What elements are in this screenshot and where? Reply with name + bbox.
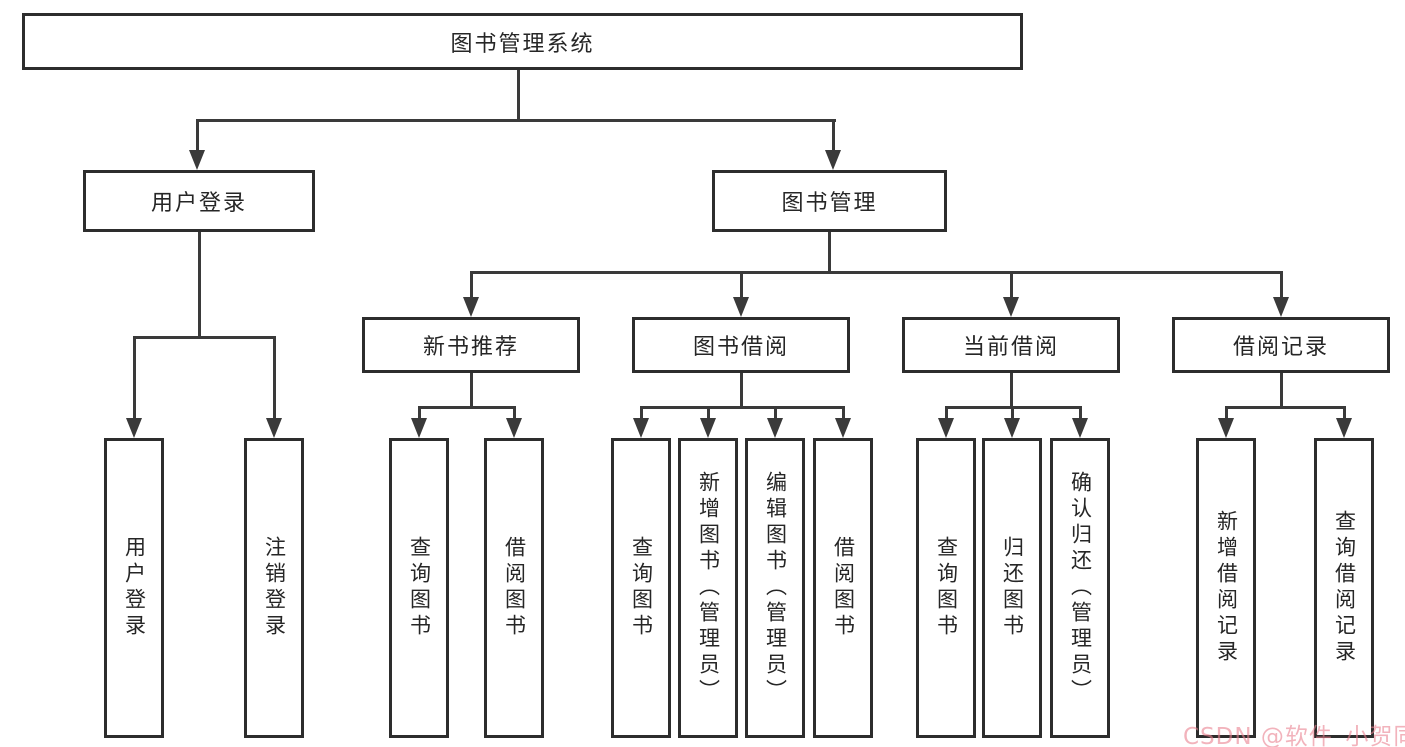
connector-vline <box>273 336 276 420</box>
arrow-down-icon <box>463 297 479 317</box>
leaf-label: 查询图书 <box>407 536 432 640</box>
leaf-label: 查询图书 <box>629 536 654 640</box>
leaf-query-borrow-record: 查询借阅记录 <box>1314 438 1374 738</box>
arrow-down-icon <box>700 418 716 438</box>
connector-vline <box>640 406 643 419</box>
leaf-add-books-admin: 新增图书（管理员） <box>678 438 738 738</box>
arrow-down-icon <box>1336 418 1352 438</box>
arrow-down-icon <box>825 150 841 170</box>
arrow-down-icon <box>506 418 522 438</box>
arrow-down-icon <box>189 150 205 170</box>
connector-vline <box>513 406 516 419</box>
connector-vline <box>832 119 835 152</box>
arrow-down-icon <box>733 297 749 317</box>
leaf-label: 注销登录 <box>262 536 287 640</box>
node-root-library-system: 图书管理系统 <box>22 13 1023 70</box>
csdn-watermark: CSDN @软件_小贺同学 <box>1183 724 1405 747</box>
leaf-label: 编辑图书（管理员） <box>763 471 788 705</box>
leaf-user-login: 用户登录 <box>104 438 164 738</box>
leaf-label: 借阅图书 <box>502 536 527 640</box>
connector-hline <box>640 406 845 409</box>
leaf-label: 查询图书 <box>934 536 959 640</box>
connector-vline <box>1343 406 1346 419</box>
connector-vline <box>198 232 201 338</box>
connector-vline <box>517 70 520 122</box>
arrow-down-icon <box>411 418 427 438</box>
leaf-edit-books-admin: 编辑图书（管理员） <box>745 438 805 738</box>
connector-vline <box>1079 406 1082 419</box>
leaf-query-books: 查询图书 <box>611 438 671 738</box>
node-user-login: 用户登录 <box>83 170 315 232</box>
connector-hline <box>196 119 836 122</box>
leaf-borrow-books: 借阅图书 <box>813 438 873 738</box>
connector-vline <box>842 406 845 419</box>
node-new-book-recommendation: 新书推荐 <box>362 317 580 373</box>
node-book-borrowing: 图书借阅 <box>632 317 850 373</box>
leaf-label: 新增图书（管理员） <box>696 471 721 705</box>
connector-vline <box>1010 373 1013 408</box>
connector-vline <box>470 373 473 408</box>
connector-vline <box>740 271 743 300</box>
arrow-down-icon <box>767 418 783 438</box>
connector-vline <box>1010 271 1013 300</box>
connector-hline <box>418 406 516 409</box>
arrow-down-icon <box>1072 418 1088 438</box>
arrow-down-icon <box>633 418 649 438</box>
connector-vline <box>740 373 743 408</box>
leaf-label: 新增借阅记录 <box>1214 510 1239 666</box>
leaf-query-books: 查询图书 <box>389 438 449 738</box>
connector-vline <box>196 119 199 152</box>
connector-vline <box>470 271 473 300</box>
connector-vline <box>1011 406 1014 419</box>
leaf-query-books: 查询图书 <box>916 438 976 738</box>
connector-vline <box>774 406 777 419</box>
connector-vline <box>418 406 421 419</box>
arrow-down-icon <box>938 418 954 438</box>
connector-hline <box>133 336 276 339</box>
node-borrowing-records: 借阅记录 <box>1172 317 1390 373</box>
connector-vline <box>1225 406 1228 419</box>
leaf-add-borrow-record: 新增借阅记录 <box>1196 438 1256 738</box>
arrow-down-icon <box>266 418 282 438</box>
connector-hline <box>470 271 1283 274</box>
connector-vline <box>1280 373 1283 408</box>
connector-vline <box>828 232 831 273</box>
connector-vline <box>707 406 710 419</box>
leaf-confirm-return-admin: 确认归还（管理员） <box>1050 438 1110 738</box>
arrow-down-icon <box>835 418 851 438</box>
leaf-label: 查询借阅记录 <box>1332 510 1357 666</box>
arrow-down-icon <box>1003 297 1019 317</box>
arrow-down-icon <box>1218 418 1234 438</box>
leaf-return-books: 归还图书 <box>982 438 1042 738</box>
leaf-borrow-books: 借阅图书 <box>484 438 544 738</box>
connector-vline <box>1280 271 1283 300</box>
connector-vline <box>133 336 136 420</box>
connector-hline <box>1225 406 1346 409</box>
arrow-down-icon <box>1004 418 1020 438</box>
node-book-management: 图书管理 <box>712 170 947 232</box>
arrow-down-icon <box>126 418 142 438</box>
leaf-label: 确认归还（管理员） <box>1068 471 1093 705</box>
leaf-logout: 注销登录 <box>244 438 304 738</box>
connector-vline <box>945 406 948 419</box>
arrow-down-icon <box>1273 297 1289 317</box>
leaf-label: 借阅图书 <box>831 536 856 640</box>
leaf-label: 归还图书 <box>1000 536 1025 640</box>
leaf-label: 用户登录 <box>122 536 147 640</box>
node-current-borrowing: 当前借阅 <box>902 317 1120 373</box>
